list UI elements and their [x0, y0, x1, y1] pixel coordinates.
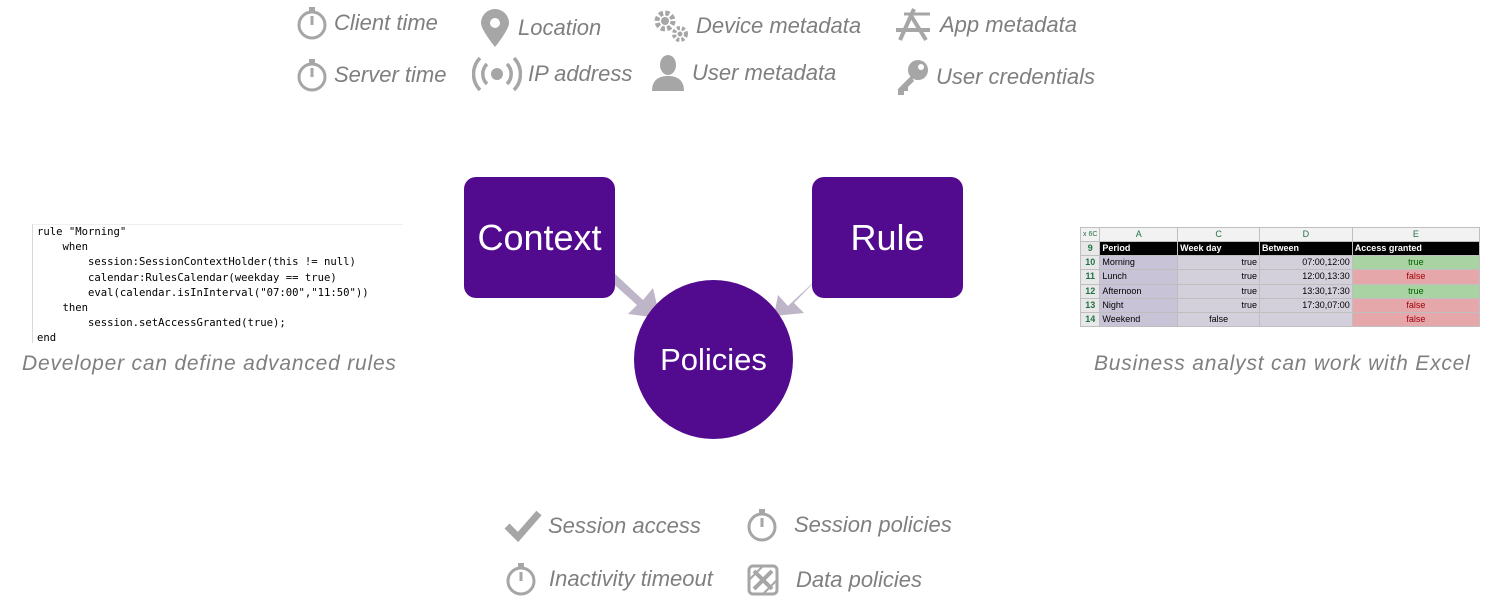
checkmark-icon [504, 510, 542, 543]
context-node-label: Context [477, 216, 602, 258]
context-server-time: Server time [296, 58, 446, 92]
excel-row: 11 Lunch true 12:00,13:30 false [1079, 269, 1481, 285]
excel-column-header: C [1177, 226, 1261, 243]
context-app-metadata: App metadata [894, 6, 1077, 44]
output-data-policies: Data policies [746, 563, 922, 597]
output-label: Data policies [796, 567, 922, 592]
key-icon [898, 60, 928, 95]
stopwatch-icon [297, 7, 327, 40]
excel-namebox: x 6C [1079, 226, 1101, 243]
excel-header-cell: Access granted [1351, 241, 1481, 257]
excel-row-number: 9 [1079, 241, 1101, 257]
rule-node: Rule [812, 177, 963, 298]
context-label: Server time [334, 62, 447, 87]
excel-column-header: E [1351, 226, 1481, 243]
excel-column-header: D [1259, 226, 1353, 243]
stopwatch-icon [506, 563, 536, 596]
output-session-access: Session access [504, 509, 701, 543]
excel-between-cell: 07:00,12:00 [1259, 255, 1353, 271]
context-label: User credentials [936, 64, 1095, 89]
code-line: session:SessionContextHolder(this != nul… [37, 256, 356, 269]
excel-weekday-cell: true [1177, 283, 1261, 299]
map-pin-icon [481, 9, 509, 47]
excel-row-number: 13 [1079, 297, 1101, 313]
output-session-policies: Session policies [746, 508, 952, 542]
context-arrow [607, 272, 660, 318]
stopwatch-icon [297, 59, 327, 92]
excel-header-cell: Between [1259, 241, 1353, 257]
excel-row: 14 Weekend false false [1079, 311, 1481, 328]
code-line: when [37, 241, 89, 254]
excel-access-cell: true [1351, 255, 1481, 271]
context-label: App metadata [940, 12, 1077, 37]
excel-row-number: 12 [1079, 283, 1101, 299]
excel-period-cell: Lunch [1099, 269, 1179, 285]
code-line: calendar:RulesCalendar(weekday == true) [37, 271, 337, 284]
context-ip-address: IP address [472, 56, 632, 92]
excel-between-cell: 17:30,07:00 [1259, 297, 1353, 313]
excel-row: 13 Night true 17:30,07:00 false [1079, 297, 1481, 313]
policies-node-label: Policies [660, 341, 767, 377]
code-line: end [37, 332, 57, 345]
excel-row: 12 Afternoon true 13:30,17:30 true [1079, 283, 1481, 299]
developer-caption: Developer can define advanced rules [22, 352, 397, 375]
output-label: Session policies [794, 512, 952, 537]
context-label: User metadata [692, 60, 837, 85]
rule-arrow [774, 272, 824, 316]
app-store-icon [896, 8, 930, 42]
excel-period-cell: Morning [1099, 255, 1179, 271]
code-line: then [37, 302, 89, 315]
excel-access-cell: false [1351, 297, 1481, 313]
excel-between-cell: 12:00,13:30 [1259, 269, 1353, 285]
excel-row: 10 Morning true 07:00,12:00 true [1079, 255, 1481, 271]
stopwatch-icon [747, 509, 777, 542]
excel-weekday-cell: true [1177, 269, 1261, 285]
excel-column-header-row: x 6C A C D E [1079, 226, 1481, 243]
excel-weekday-cell: true [1177, 297, 1261, 313]
excel-period-cell: Night [1099, 297, 1179, 313]
excel-period-cell: Weekend [1099, 311, 1179, 328]
context-label: Device metadata [696, 13, 862, 38]
context-label: IP address [528, 61, 633, 86]
excel-access-cell: true [1351, 283, 1481, 299]
code-line: eval(calendar.isInInterval("07:00","11:5… [37, 286, 369, 299]
output-inactivity-timeout: Inactivity timeout [505, 562, 713, 596]
excel-column-header: A [1099, 226, 1179, 243]
context-location: Location [478, 8, 601, 48]
shield-x-icon [747, 564, 779, 596]
context-user-credentials: User credentials [894, 58, 1095, 96]
excel-access-cell: false [1351, 269, 1481, 285]
excel-row-number: 14 [1079, 311, 1101, 328]
excel-header-cell: Period [1099, 241, 1179, 257]
gears-icon [654, 10, 688, 42]
broadcast-icon [472, 56, 522, 92]
policies-node: Policies [634, 280, 793, 439]
context-user-metadata: User metadata [650, 54, 836, 92]
excel-row-number: 11 [1079, 269, 1101, 285]
user-icon [652, 55, 684, 91]
excel-access-cell: false [1351, 311, 1481, 328]
context-client-time: Client time [296, 6, 438, 40]
excel-row-number: 10 [1079, 255, 1101, 271]
code-line: rule "Morning" [37, 226, 127, 238]
excel-table: x 6C A C D E 9 Period Week day Between A… [1079, 226, 1481, 328]
code-line: session.setAccessGranted(true); [37, 317, 286, 330]
excel-between-cell: 13:30,17:30 [1259, 283, 1353, 299]
context-device-metadata: Device metadata [652, 8, 861, 44]
excel-between-cell [1259, 311, 1353, 328]
excel-header-cell: Week day [1177, 241, 1261, 257]
output-label: Inactivity timeout [549, 566, 713, 591]
excel-period-cell: Afternoon [1099, 283, 1179, 299]
analyst-caption: Business analyst can work with Excel [1094, 352, 1471, 375]
context-label: Location [518, 15, 602, 40]
context-label: Client time [334, 10, 438, 35]
output-label: Session access [548, 513, 701, 538]
excel-weekday-cell: false [1177, 311, 1261, 328]
context-node: Context [464, 177, 615, 298]
excel-weekday-cell: true [1177, 255, 1261, 271]
rule-code-snippet: rule "Morning" when session:SessionConte… [32, 224, 403, 345]
rule-node-label: Rule [850, 216, 925, 258]
excel-header-row: 9 Period Week day Between Access granted [1079, 241, 1481, 257]
